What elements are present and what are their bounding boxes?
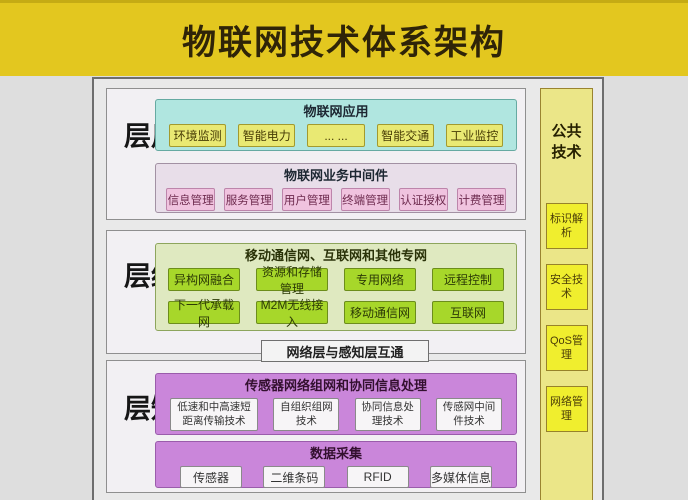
network-perception-interconnect: 网络层与感知层互通: [261, 340, 429, 362]
group-sensor-networking: 传感器网络组网和协同信息处理 低速和中高速短距离传输技术 自组织组网技术 协同信…: [155, 373, 517, 435]
item-ellipsis: ... ...: [307, 124, 365, 147]
diagram-frame: 应用层 物联网应用 环境监测 智能电力 ... ... 智能交通 工业监控 物联…: [92, 77, 604, 500]
group-title-iot-middleware: 物联网业务中间件: [283, 168, 388, 183]
item-internet: 互联网: [432, 301, 504, 324]
group-data-collection: 数据采集 传感器 二维条码 RFID 多媒体信息: [155, 441, 517, 488]
title-banner: 物联网技术体系架构: [0, 0, 688, 76]
common-tech-label: 公共技术: [551, 123, 582, 161]
item-auth-authorization: 认证授权: [398, 188, 448, 211]
item-self-organizing-networking: 自组织组网技术: [273, 398, 340, 431]
item-industrial-monitoring: 工业监控: [445, 124, 504, 147]
item-smart-transport: 智能交通: [376, 124, 434, 147]
item-next-gen-bearer-network: 下一代承载网: [168, 298, 240, 329]
item-multimedia-info: 多媒体信息: [429, 466, 492, 488]
item-sensor: 传感器: [180, 466, 242, 488]
item-sensor-middleware-tech: 传感网中间件技术: [435, 398, 502, 431]
network-items-row2: 下一代承载网 M2M无线接入 移动通信网 互联网: [156, 291, 516, 329]
item-qos-management: QoS管理: [545, 325, 588, 371]
layer-perception: 感知层 传感器网络组网和协同信息处理 低速和中高速短距离传输技术 自组织组网技术…: [106, 360, 526, 493]
group-title-networks: 移动通信网、互联网和其他专网: [244, 248, 427, 263]
group-networks: 移动通信网、互联网和其他专网 异构网融合 资源和存储管理 专用网络 远程控制 下…: [155, 243, 517, 331]
item-short-range-transmission: 低速和中高速短距离传输技术: [170, 398, 258, 431]
iot-application-items: 环境监测 智能电力 ... ... 智能交通 工业监控: [156, 120, 516, 147]
item-smart-power: 智能电力: [238, 124, 296, 147]
group-title-data-collection: 数据采集: [309, 446, 362, 461]
item-service-management: 服务管理: [224, 188, 274, 211]
common-tech-column: 公共技术 标识解析 安全技术 QoS管理 网络管理: [540, 88, 593, 500]
sensor-networking-items: 低速和中高速短距离传输技术 自组织组网技术 协同信息处理技术 传感网中间件技术: [156, 394, 516, 431]
network-items-row1: 异构网融合 资源和存储管理 专用网络 远程控制: [156, 264, 516, 296]
layer-network: 网络层 移动通信网、互联网和其他专网 异构网融合 资源和存储管理 专用网络 远程…: [106, 230, 526, 354]
item-m2m-wireless-access: M2M无线接入: [256, 298, 328, 329]
item-resource-storage-mgmt: 资源和存储管理: [256, 265, 328, 296]
page-title: 物联网技术体系架构: [182, 24, 506, 62]
item-info-management: 信息管理: [166, 188, 216, 211]
group-iot-middleware: 物联网业务中间件 信息管理 服务管理 用户管理 终端管理 认证授权 计费管理: [155, 163, 517, 213]
item-billing-management: 计费管理: [456, 188, 507, 211]
middleware-items: 信息管理 服务管理 用户管理 终端管理 认证授权 计费管理: [156, 184, 516, 211]
group-title-sensor-networking: 传感器网络组网和协同信息处理: [244, 378, 427, 393]
layer-application: 应用层 物联网应用 环境监测 智能电力 ... ... 智能交通 工业监控 物联…: [106, 88, 526, 220]
item-security-technology: 安全技术: [545, 264, 588, 310]
item-private-network: 专用网络: [344, 268, 416, 291]
item-environment-monitoring: 环境监测: [169, 124, 227, 147]
item-user-management: 用户管理: [282, 188, 332, 211]
item-mobile-comm-network: 移动通信网: [344, 301, 416, 324]
item-remote-control: 远程控制: [432, 268, 504, 291]
item-collaborative-info-processing: 协同信息处理技术: [354, 398, 421, 431]
item-rfid: RFID: [346, 466, 409, 488]
item-heterogeneous-fusion: 异构网融合: [168, 268, 240, 291]
item-identifier-resolution: 标识解析: [545, 203, 588, 249]
data-collection-items: 传感器 二维条码 RFID 多媒体信息: [156, 462, 516, 488]
item-network-management: 网络管理: [545, 386, 588, 432]
item-terminal-management: 终端管理: [340, 188, 390, 211]
group-title-iot-applications: 物联网应用: [303, 104, 369, 119]
item-2d-barcode: 二维条码: [263, 466, 326, 488]
group-iot-applications: 物联网应用 环境监测 智能电力 ... ... 智能交通 工业监控: [155, 99, 517, 151]
